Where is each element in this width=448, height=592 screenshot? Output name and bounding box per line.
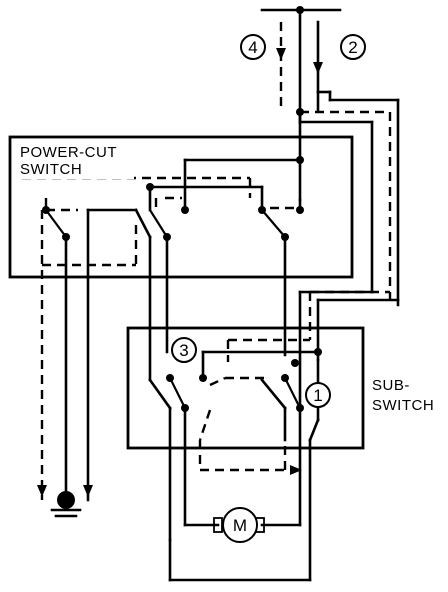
marker-3: 3 bbox=[171, 337, 197, 363]
svg-text:4: 4 bbox=[248, 38, 257, 57]
motor-label: M bbox=[233, 516, 247, 535]
sub-switch-label-line1: SUB- bbox=[372, 377, 410, 394]
cross-wires bbox=[298, 290, 400, 410]
svg-text:2: 2 bbox=[348, 38, 357, 57]
svg-text:3: 3 bbox=[179, 341, 188, 360]
sub-switch-box bbox=[126, 326, 365, 450]
svg-text:1: 1 bbox=[313, 386, 322, 405]
flow-arrows bbox=[37, 48, 323, 497]
motor-icon bbox=[222, 507, 258, 543]
ground-icon bbox=[50, 491, 82, 518]
marker-2: 2 bbox=[340, 34, 366, 60]
marker-4: 4 bbox=[240, 34, 266, 60]
sub-switch-label-line2: SWITCH bbox=[372, 397, 434, 414]
power-cut-label-line1: POWER-CUT bbox=[20, 144, 117, 161]
sub-switch-internals bbox=[148, 338, 320, 582]
marker-1: 1 bbox=[305, 382, 331, 408]
top-feed bbox=[260, 8, 400, 307]
power-cut-label-line2: SWITCH bbox=[20, 161, 82, 178]
power-cut-switch-box bbox=[8, 135, 354, 279]
